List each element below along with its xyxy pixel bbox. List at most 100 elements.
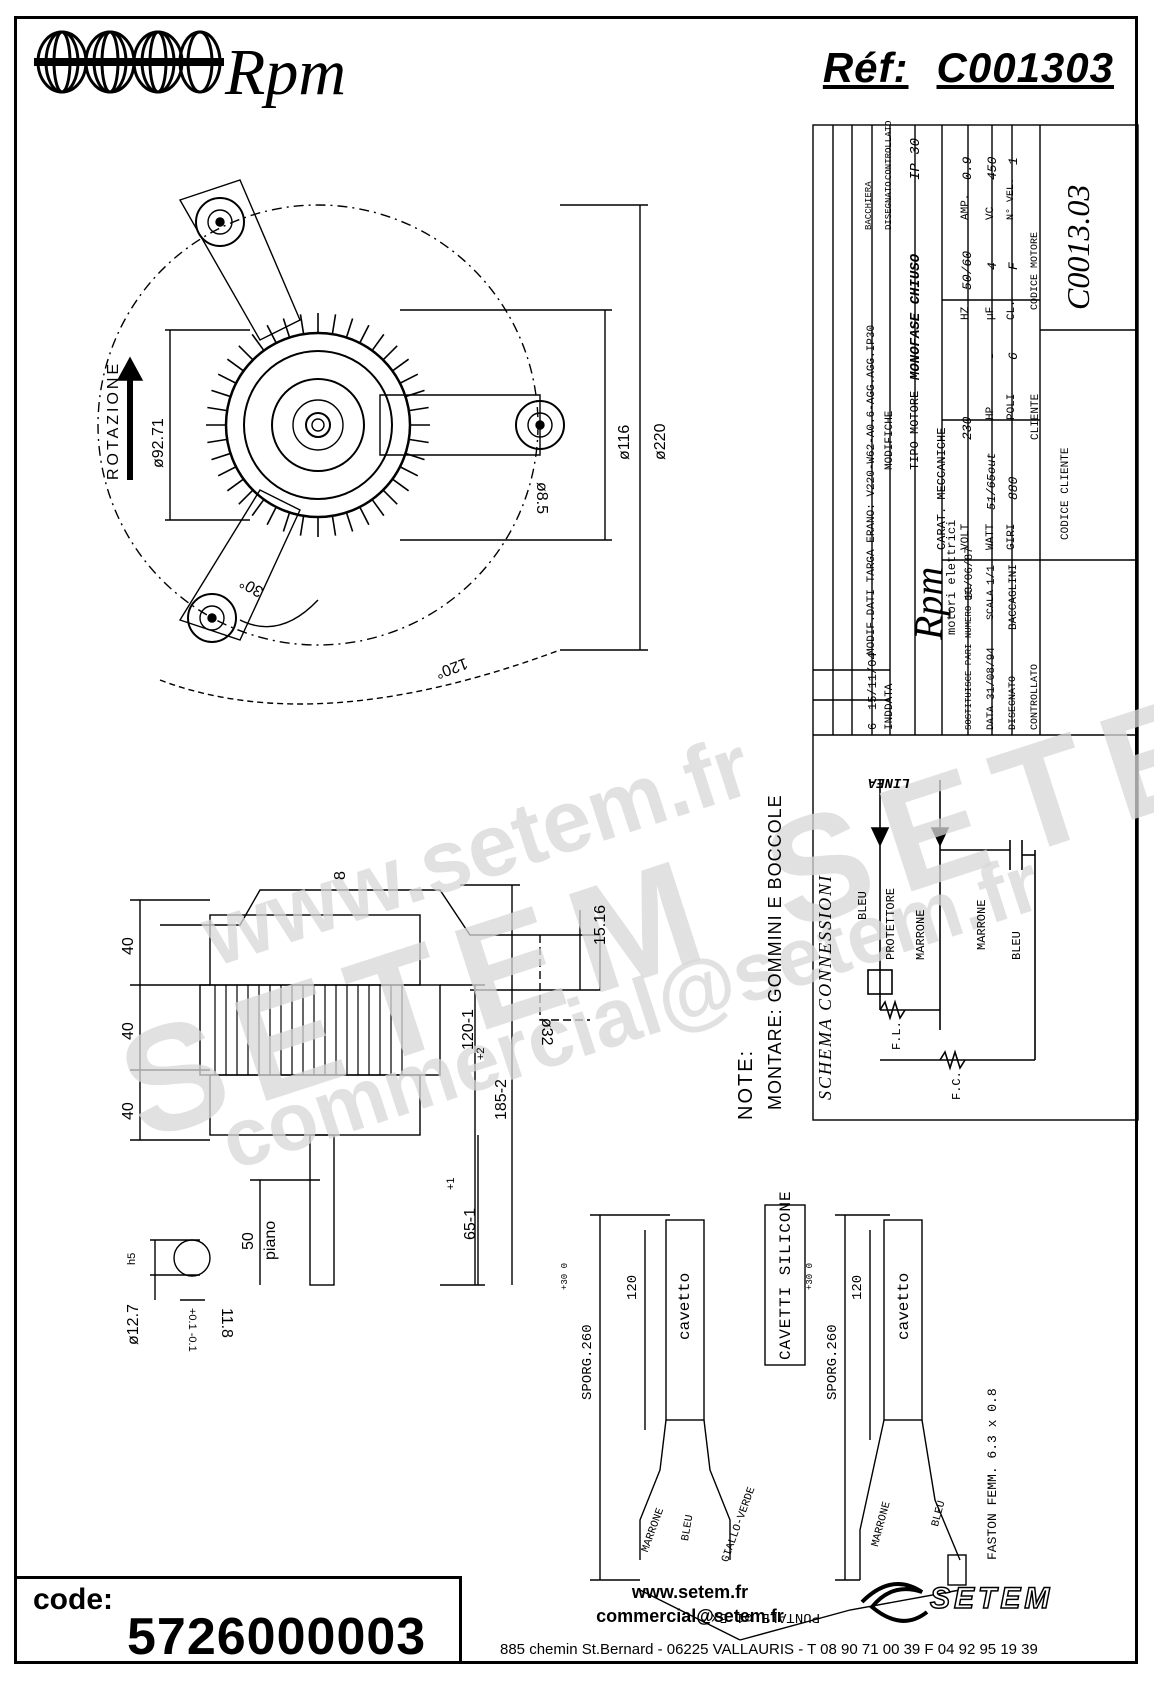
tb-sost-date: 10/06/87: [964, 547, 976, 600]
note-label: NOTE:: [735, 1048, 757, 1120]
dim-d116: ø116: [616, 424, 633, 460]
tb-vc-value: 450: [985, 156, 1000, 180]
tb-hz-value: 50/60: [960, 250, 975, 290]
dim-185: 185-2: [493, 1079, 510, 1120]
tb-col-controllato: CONTROLLATO: [884, 120, 894, 180]
cooling-fin: [217, 373, 237, 384]
tb-giri-label: GIRI: [1006, 523, 1018, 550]
wiring-schema: [867, 780, 1036, 1071]
tb-uf-value: 4: [985, 262, 1000, 270]
cable1-120: 120: [625, 1274, 641, 1300]
note-text: MONTARE: GOMMINI E BOCCOLE: [765, 794, 785, 1110]
cooling-fin: [331, 515, 337, 536]
tb-volt-label: VOLT: [960, 523, 972, 550]
tb-disegnato-value: BACCAGLINI: [1008, 563, 1020, 630]
cooling-fin: [238, 489, 254, 505]
dim-40-mid: 40: [120, 1022, 137, 1040]
tb-data-label: DATA: [986, 705, 997, 730]
tb-rev-index: 6: [866, 722, 880, 730]
cooling-fin: [251, 333, 265, 352]
cable1-cavetto: cavetto: [676, 1272, 694, 1340]
setem-swirl-icon: [860, 1582, 929, 1623]
schema-linea: LINEA: [867, 774, 910, 790]
tb-hz-label: HZ: [960, 306, 972, 320]
cooling-fin: [207, 406, 228, 412]
email-link[interactable]: commercial@setem.fr: [596, 1606, 784, 1626]
contact-info: www.setem.fr commercial@setem.fr: [520, 1580, 860, 1628]
brand-name: Rpm: [225, 36, 346, 109]
tb-amp-value: 0.9: [960, 156, 975, 180]
tb-carat-value: -: [935, 392, 949, 400]
tb-hp-label: HP: [985, 406, 997, 420]
tb-poli-label: POLI: [1006, 393, 1018, 420]
drawing-sheet: [14, 16, 1138, 1664]
cooling-fin: [226, 478, 245, 492]
dim-h5: h5: [126, 1252, 138, 1265]
cooling-fin: [359, 506, 370, 526]
schema-bleu: BLEU: [856, 891, 870, 920]
dim-118-tol: +0.1 -0.1: [186, 1308, 198, 1352]
cooling-fin: [207, 438, 228, 444]
setem-wordmark: SETEM: [929, 1581, 1054, 1616]
rotation-label: ROTAZIONE: [105, 360, 122, 480]
title-block: [812, 124, 1139, 1121]
tb-cl-value: F: [1006, 262, 1021, 270]
cable2-120: 120: [850, 1274, 866, 1300]
schema-fc: F.C.: [950, 1071, 964, 1100]
cooling-fin: [251, 498, 265, 517]
tb-giri-value: 880: [1006, 476, 1021, 500]
cooling-fin: [371, 498, 385, 517]
cooling-fin: [408, 438, 429, 444]
schema-marrone: MARRONE: [914, 909, 928, 960]
tb-amp-label: AMP.: [960, 193, 972, 220]
tb-codice-cliente-label: CODICE CLIENTE: [1060, 447, 1072, 540]
dim-40-bot: 40: [120, 1102, 137, 1120]
website-link[interactable]: www.setem.fr: [631, 1582, 749, 1602]
top-view: [97, 179, 648, 705]
cooling-fin: [282, 512, 291, 532]
dim-d127: ø12.7: [125, 1304, 142, 1345]
cable2-cavetto: cavetto: [895, 1272, 913, 1340]
dim-8: 8: [332, 871, 349, 880]
tb-col-disegnato: DISEGNATO: [884, 181, 894, 230]
dim-d9271: ø92.71: [150, 418, 167, 468]
cooling-fin: [211, 452, 231, 461]
tb-nvel-value: 1: [1006, 157, 1021, 165]
code-box: code: 5726000003: [14, 1576, 462, 1666]
cooling-fin: [382, 345, 398, 361]
tb-data-value: 31/08/94: [986, 647, 998, 700]
tb-col-modifiche: MODIFICHE: [884, 410, 896, 470]
code-value: 5726000003: [127, 1608, 427, 1666]
reference-number: Réf: C001303: [823, 44, 1114, 92]
schema-protettore: PROTETTORE: [884, 887, 898, 960]
cooling-fin: [359, 324, 370, 344]
dim-40-top: 40: [120, 937, 137, 955]
tb-tipo-motore-label: TIPO MOTORE: [908, 390, 922, 470]
tb-col-data: DATA: [884, 683, 896, 710]
cable2-sporg: SPORG.260: [825, 1324, 841, 1400]
cooling-fin: [226, 358, 245, 372]
tb-codice-motore-label: CODICE MOTORE: [1030, 231, 1041, 310]
ref-value: C001303: [936, 44, 1114, 91]
side-view: [130, 884, 601, 1301]
tb-rev-text: MODIF.DATI TARGA ERANO: V220-W62-A0.6-AG…: [866, 324, 878, 655]
tb-ip: IP 30: [908, 137, 924, 180]
tb-vc-label: VC: [985, 206, 997, 220]
dim-185-tol: +2: [475, 1047, 487, 1060]
ref-label: Réf:: [822, 44, 909, 91]
code-label: code:: [33, 1583, 114, 1616]
cable1-sporg-tol: +30 0: [560, 1262, 570, 1290]
tb-poli-value: 6: [1006, 352, 1021, 360]
cooling-fin: [391, 478, 410, 492]
dim-65: 65-1: [462, 1207, 479, 1240]
tb-volt-value: 230: [960, 416, 975, 440]
cable-drawings: [590, 1204, 967, 1641]
tb-scala-label: SCALA: [986, 589, 997, 620]
tb-col-ind: IND: [884, 710, 896, 730]
cable1-sporg: SPORG.260: [580, 1324, 596, 1400]
tb-scala-value: 1/1: [986, 565, 998, 585]
tb-rev-date: 15/11/04: [866, 652, 880, 710]
cooling-fin: [399, 373, 419, 384]
coil-logo-icon: [34, 30, 224, 94]
